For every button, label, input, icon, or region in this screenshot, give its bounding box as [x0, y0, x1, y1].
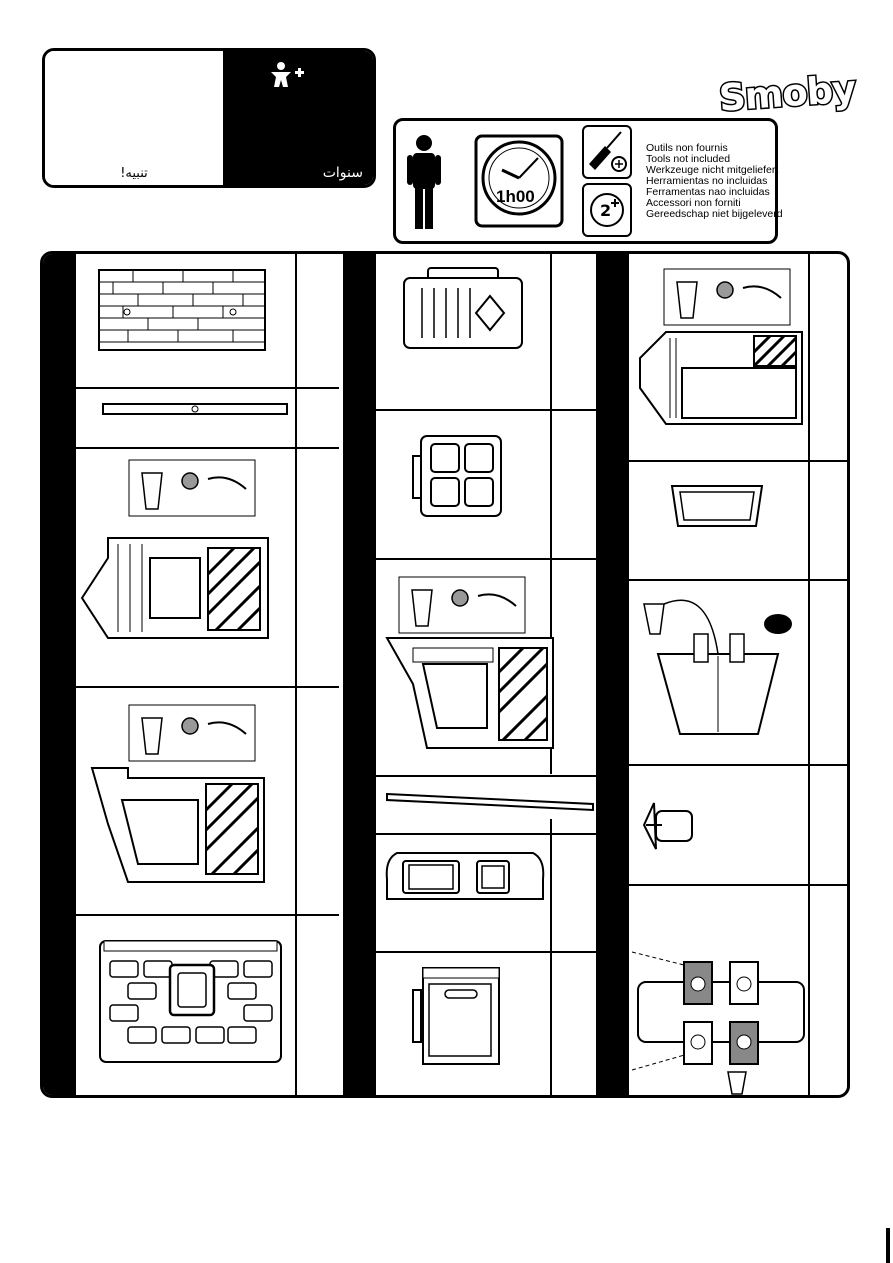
knob: [642, 802, 693, 850]
side-panel-with-door: [90, 767, 265, 883]
warning-age-panel: سنوات: [223, 51, 373, 185]
insert-instruction-detail: [128, 459, 256, 517]
panel-with-insert: [639, 331, 803, 425]
tools-line: Herramientas no incluidas: [646, 175, 768, 187]
column-2-sidebar: [343, 254, 376, 1095]
base-assembly: [643, 599, 792, 735]
long-bar: [102, 403, 288, 415]
duration-label: 1h00: [496, 187, 535, 206]
tools-not-included-list: Outils non fournis Tools not included We…: [646, 143, 783, 220]
four-pane-window: [412, 435, 502, 517]
door-panel: [412, 967, 500, 1065]
insert-instruction-detail: [398, 576, 526, 634]
long-rod: [386, 792, 594, 812]
parts-panel: [40, 251, 850, 1098]
insert-instruction-detail: [663, 268, 791, 326]
age-label: سنوات: [322, 165, 363, 181]
tools-line: Outils non fournis: [646, 142, 728, 154]
column-3-sidebar: [596, 254, 629, 1095]
svg-text:2: 2: [600, 201, 611, 220]
tools-line: Werkzeuge nicht mitgeliefert: [646, 164, 779, 176]
person-icon: [407, 135, 441, 229]
side-panel-with-window: [80, 537, 269, 639]
tools-line: Tools not included: [646, 153, 731, 165]
brick-front-panel: [99, 940, 282, 1063]
floor-assembly: [631, 951, 805, 1095]
column-1-sidebar: [43, 254, 76, 1095]
insert-instruction-detail: [128, 704, 256, 762]
flower-box: [670, 485, 764, 527]
shutter-panel: [403, 267, 523, 349]
clock-icon: [474, 134, 564, 228]
side-panel-with-insert: [385, 637, 554, 749]
info-box: 1h00 2 Outils non fournis Tools not incl…: [393, 118, 783, 244]
double-window-frame: [385, 852, 545, 900]
screwdriver-icon: [582, 125, 632, 179]
child-plus-icon: [271, 62, 304, 87]
tools-line: Gereedschap niet bijgeleverd: [646, 208, 783, 220]
warning-left: تنبيه!: [45, 51, 223, 185]
page-marker: [886, 1228, 890, 1263]
warning-label: تنبيه!: [120, 166, 148, 181]
warning-box: تنبيه! سنوات: [42, 48, 376, 188]
tools-line: Accessori non forniti: [646, 197, 741, 209]
age-2-plus-icon: 2: [582, 183, 632, 237]
brick-wall-panel: [98, 269, 266, 351]
tools-line: Ferramentas nao incluidas: [646, 186, 770, 198]
brand-logo: Smoby: [716, 66, 858, 121]
